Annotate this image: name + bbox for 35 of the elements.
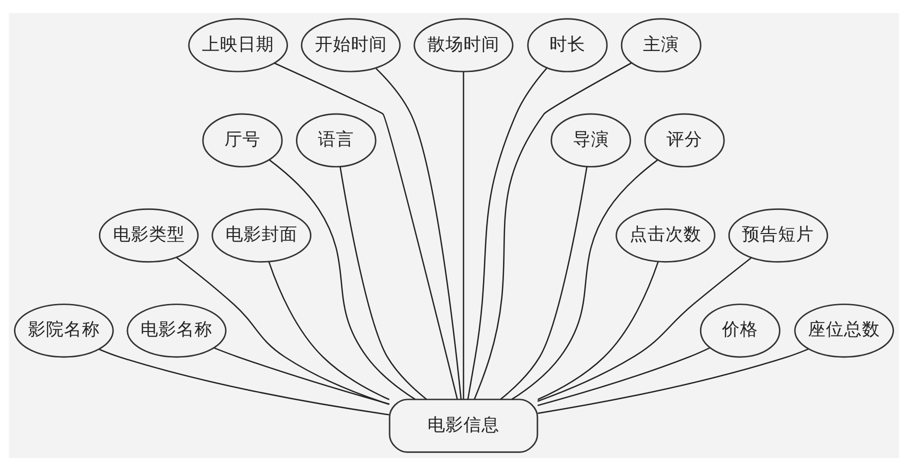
connector [99, 348, 390, 416]
connector [537, 257, 752, 402]
connector [462, 72, 464, 399]
node-ellipse: 电影封面 [212, 208, 312, 263]
node-box: 电影信息 [388, 398, 538, 453]
node-ellipse: 预告短片 [728, 208, 828, 263]
connector [467, 68, 548, 400]
node-ellipse: 电影名称 [126, 304, 227, 358]
connector [538, 262, 659, 400]
connector [274, 62, 458, 400]
connector [268, 262, 390, 400]
node-ellipse: 座位总数 [794, 304, 894, 358]
connector [538, 348, 809, 414]
node-ellipse: 散场时间 [414, 18, 514, 72]
connector [269, 159, 416, 400]
node-ellipse: 导演 [550, 113, 632, 168]
node-ellipse: 电影类型 [98, 208, 199, 263]
connector [511, 159, 658, 400]
node-ellipse: 开始时间 [300, 18, 401, 72]
connector [376, 68, 462, 400]
node-ellipse: 时长 [527, 18, 608, 72]
connector [340, 166, 427, 400]
node-ellipse: 评分 [644, 113, 725, 168]
node-ellipse: 价格 [700, 304, 780, 358]
connector [474, 62, 632, 400]
node-ellipse: 点击次数 [616, 208, 716, 263]
node-ellipse: 厅号 [202, 113, 283, 168]
node-ellipse: 影院名称 [14, 304, 114, 358]
node-ellipse: 上映日期 [188, 18, 288, 72]
connector [537, 347, 710, 406]
connector [176, 257, 390, 406]
node-ellipse: 主演 [620, 18, 702, 72]
connector [214, 347, 390, 405]
node-ellipse: 语言 [296, 113, 376, 168]
connector [500, 166, 588, 400]
